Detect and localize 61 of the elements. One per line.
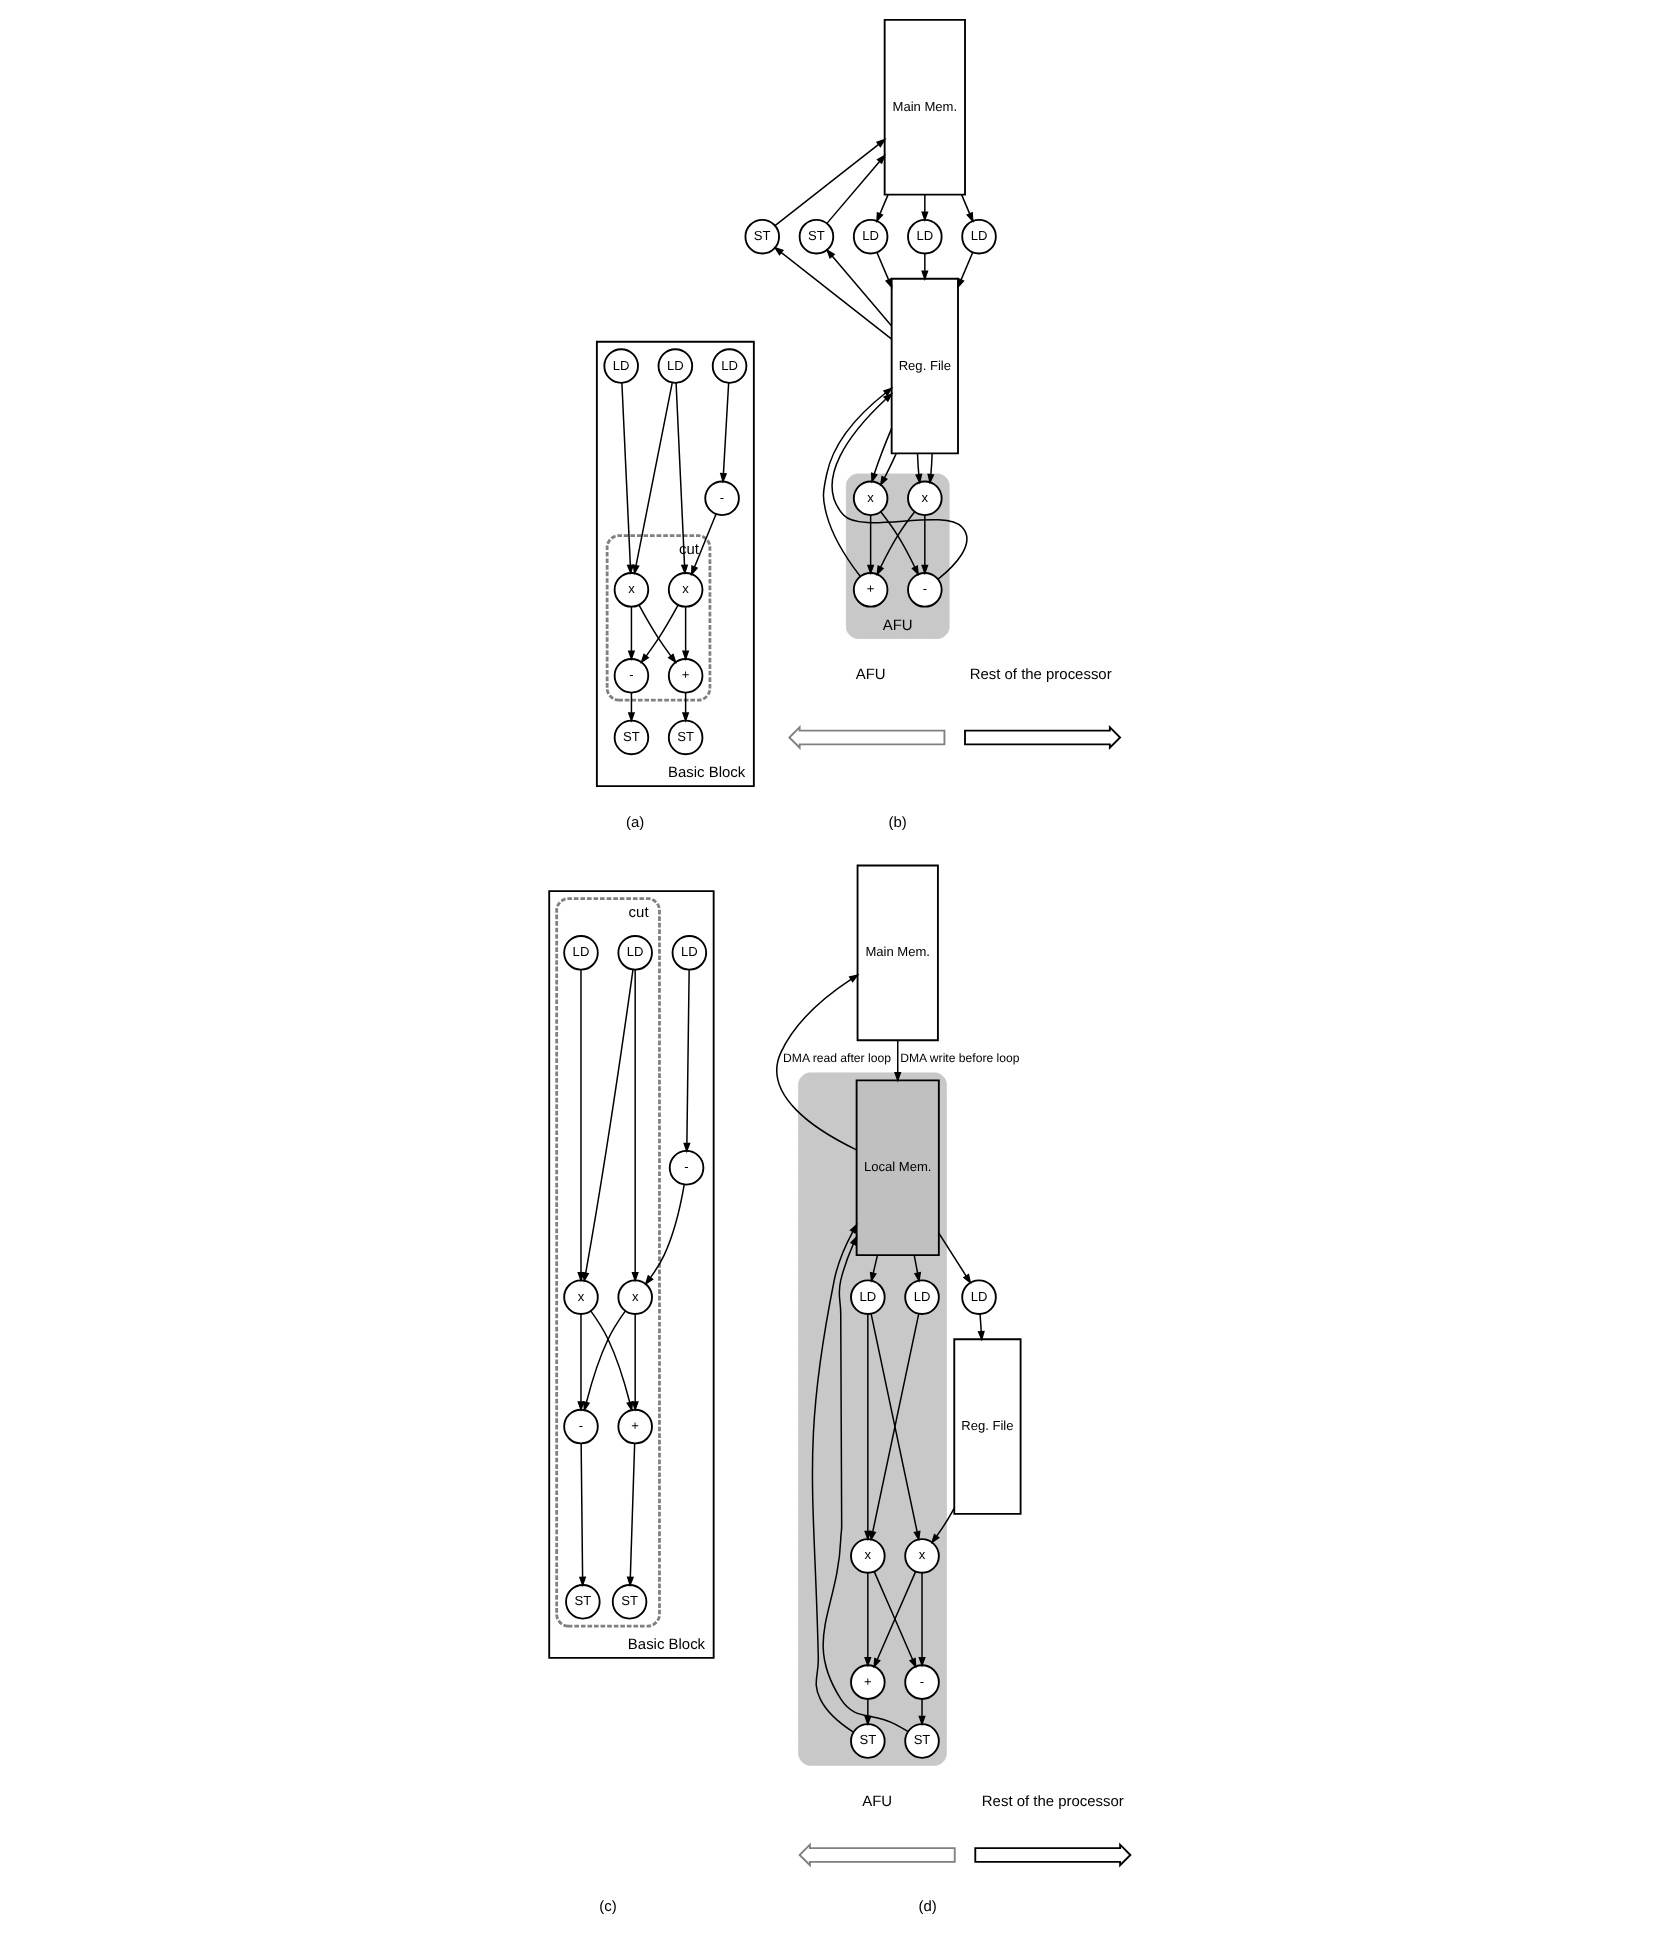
arrow (627, 606, 636, 661)
arrow (918, 1698, 926, 1727)
arrow (918, 1572, 926, 1668)
arrow (921, 252, 929, 281)
arrow (577, 1313, 585, 1412)
label: (a) (626, 812, 645, 831)
arrow (681, 606, 690, 661)
arrow (582, 1310, 627, 1413)
arrow (876, 251, 893, 289)
arrow (930, 1507, 955, 1544)
arrow (626, 1442, 636, 1588)
label: Rest of the processor (969, 665, 1112, 684)
arrow (822, 1234, 909, 1733)
arrow (826, 153, 886, 225)
arrow (675, 382, 689, 576)
arrow (774, 138, 887, 227)
arrow (873, 1570, 917, 1669)
label: (c) (599, 1896, 617, 1915)
arrow (921, 193, 929, 222)
arrow (690, 513, 717, 577)
arrow (719, 382, 730, 484)
arrow (822, 387, 894, 578)
arrow (627, 692, 636, 723)
arrow (864, 1313, 872, 1542)
arrow (921, 514, 929, 576)
label: (b) (888, 812, 907, 831)
label: (d) (918, 1896, 937, 1915)
label: AFU (862, 1792, 893, 1811)
arrow (578, 1442, 587, 1588)
arrow (870, 427, 893, 484)
arrow (864, 1572, 872, 1668)
arrow (825, 248, 893, 327)
arrow (632, 381, 673, 576)
arrow (894, 1039, 902, 1083)
arrow (960, 193, 974, 223)
arrow (864, 1698, 872, 1727)
arrow (938, 1232, 972, 1285)
arrow (876, 193, 889, 223)
arrow (866, 514, 875, 576)
arrow (977, 1313, 985, 1342)
arrow (957, 251, 974, 289)
arrow (621, 382, 634, 576)
arrow (869, 1254, 879, 1283)
arrow (879, 452, 897, 487)
arrow (773, 246, 893, 340)
arrow (776, 974, 860, 1151)
arrow (631, 1313, 639, 1412)
arrow (582, 968, 634, 1283)
label: Rest of the processor (981, 1792, 1124, 1811)
arrow (915, 452, 923, 485)
arrow (577, 969, 585, 1283)
arrow (831, 392, 968, 580)
arrow (927, 452, 935, 485)
arrow (590, 1310, 634, 1413)
arrow (644, 1183, 685, 1286)
label: AFU (855, 665, 886, 684)
arrow (631, 969, 639, 1283)
arrow (811, 1222, 858, 1733)
arrow (681, 692, 690, 723)
arrow (913, 1254, 922, 1283)
arrow (683, 969, 691, 1154)
